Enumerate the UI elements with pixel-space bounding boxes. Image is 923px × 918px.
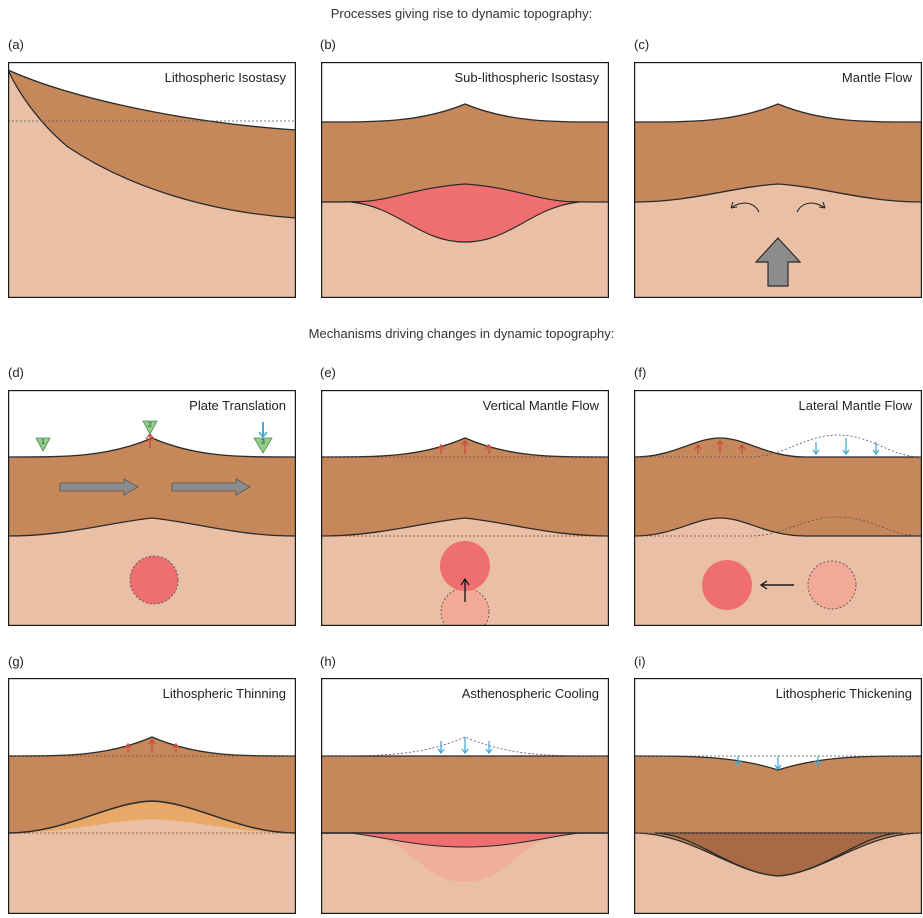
panel-e-vertical-mantle-flow: Vertical Mantle Flow [321,390,609,626]
panel-b-label: (b) [320,37,336,52]
panel-g-label: (g) [8,654,24,669]
panel-a-lithospheric-isostasy: Lithospheric Isostasy [8,62,296,298]
lithosphere [321,756,609,833]
panel-f-title: Lateral Mantle Flow [799,398,912,413]
panel-f-label: (f) [634,365,646,380]
panel-e-title: Vertical Mantle Flow [483,398,599,413]
panel-i-label: (i) [634,654,646,669]
mechanisms-heading: Mechanisms driving changes in dynamic to… [0,326,923,341]
panel-i-title: Lithospheric Thickening [776,686,912,701]
panel-f-lateral-mantle-flow: Lateral Mantle Flow [634,390,922,626]
former-anomaly [808,561,856,609]
processes-heading: Processes giving rise to dynamic topogra… [0,6,923,21]
panel-d-plate-translation: Plate Translation 1 2 3 [8,390,296,626]
panel-e-label: (e) [320,365,336,380]
panel-g-title: Lithospheric Thinning [163,686,286,701]
hot-anomaly [702,560,752,610]
hot-anomaly [130,556,178,604]
panel-a-label: (a) [8,37,24,52]
panel-h-asthenospheric-cooling: Asthenospheric Cooling [321,678,609,914]
panel-h-title: Asthenospheric Cooling [462,686,599,701]
marker-1-label: 1 [41,439,45,446]
panel-d-title: Plate Translation [189,398,286,413]
panel-c-mantle-flow: Mantle Flow [634,62,922,298]
panel-a-title: Lithospheric Isostasy [165,70,286,85]
panel-i-lithospheric-thickening: Lithospheric Thickening [634,678,922,914]
panel-d-label: (d) [8,365,24,380]
panel-c-title: Mantle Flow [842,70,912,85]
panel-b-title: Sub-lithospheric Isostasy [454,70,599,85]
marker-2-label: 2 [148,422,152,429]
panel-b-sub-lithospheric-isostasy: Sub-lithospheric Isostasy [321,62,609,298]
panel-g-lithospheric-thinning: Lithospheric Thinning [8,678,296,914]
marker-3-label: 3 [261,439,265,446]
panel-c-label: (c) [634,37,649,52]
panel-h-label: (h) [320,654,336,669]
